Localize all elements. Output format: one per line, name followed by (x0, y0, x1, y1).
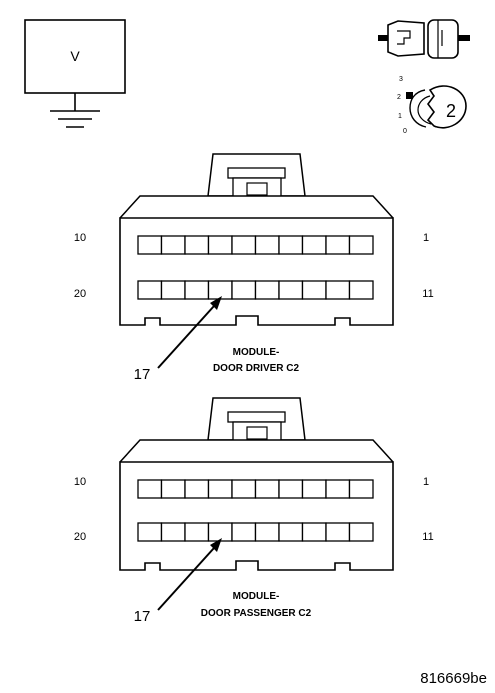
pin-label-left-bottom: 20 (74, 531, 86, 543)
callout-arrow (157, 296, 222, 369)
pin-cavity (207, 235, 233, 255)
pin-cavity (325, 280, 351, 300)
cavity-grid (137, 479, 374, 542)
probe-plug-icon (378, 19, 470, 59)
pin-cavity (348, 280, 374, 300)
pin-cavity (325, 479, 351, 499)
pin-cavity (254, 522, 280, 542)
pin-cavity (301, 479, 327, 499)
pin-cavity (160, 280, 186, 300)
pin-cavity (231, 280, 257, 300)
meter-symbol: V (70, 48, 80, 64)
pin-cavity (348, 235, 374, 255)
pin-cavity (137, 522, 163, 542)
pin-label-left-bottom: 20 (74, 288, 86, 300)
pin-label-left-top: 10 (74, 476, 86, 488)
pin-cavity (207, 479, 233, 499)
connector-label-line1: MODULE- (233, 347, 280, 358)
pin-cavity (231, 235, 257, 255)
connector-door-passenger-c2: 10 1 20 11 17 MODULE- DOOR PASSENGER C2 (74, 397, 434, 625)
pin-cavity (137, 235, 163, 255)
pin-cavity (254, 235, 280, 255)
pin-cavity (278, 280, 304, 300)
probe-selected-number: 2 (446, 101, 456, 121)
pin-cavity (301, 235, 327, 255)
connector-label-line2: DOOR PASSENGER C2 (201, 608, 312, 619)
pin-cavity (184, 235, 210, 255)
connector-label-line2: DOOR DRIVER C2 (213, 363, 300, 374)
pin-cavity (184, 522, 210, 542)
pin-cavity (278, 235, 304, 255)
pin-label-right-top: 1 (423, 232, 429, 244)
voltmeter-icon: V (24, 19, 126, 128)
figure-id: 816669be (420, 670, 487, 687)
pin-cavity (254, 280, 280, 300)
pin-cavity (278, 479, 304, 499)
probe-position-2: 2 (397, 94, 401, 101)
pin-label-left-top: 10 (74, 232, 86, 244)
pin-label-right-bottom: 11 (422, 288, 433, 300)
pin-cavity (207, 280, 233, 300)
pin-cavity (325, 235, 351, 255)
pin-cavity (184, 479, 210, 499)
probe-position-3: 3 (399, 76, 403, 83)
pin-cavity (231, 479, 257, 499)
pin-cavity (301, 522, 327, 542)
pin-cavity (160, 479, 186, 499)
connector-door-driver-c2: 10 1 20 11 17 MODULE- DOOR DRIVER C2 (74, 153, 434, 383)
pin-cavity (137, 280, 163, 300)
pin-cavity (160, 522, 186, 542)
pin-cavity (348, 522, 374, 542)
cavity-grid (137, 235, 374, 300)
probe-position-icon: 3 2 1 0 2 (397, 76, 467, 135)
pin-cavity (137, 479, 163, 499)
pin-cavity (278, 522, 304, 542)
pin-cavity (348, 479, 374, 499)
pin-cavity (254, 479, 280, 499)
pin-cavity (301, 280, 327, 300)
pin-label-right-top: 1 (423, 476, 429, 488)
connector-label-line1: MODULE- (233, 591, 280, 602)
pin-cavity (184, 280, 210, 300)
callout-pin-number: 17 (134, 366, 151, 383)
pin-cavity (231, 522, 257, 542)
callout-arrow (157, 538, 222, 611)
pin-cavity (160, 235, 186, 255)
callout-pin-number: 17 (134, 608, 151, 625)
pin-cavity (207, 522, 233, 542)
probe-position-1: 1 (398, 113, 402, 120)
pin-label-right-bottom: 11 (422, 531, 433, 543)
probe-position-0: 0 (403, 128, 407, 135)
pin-cavity (325, 522, 351, 542)
